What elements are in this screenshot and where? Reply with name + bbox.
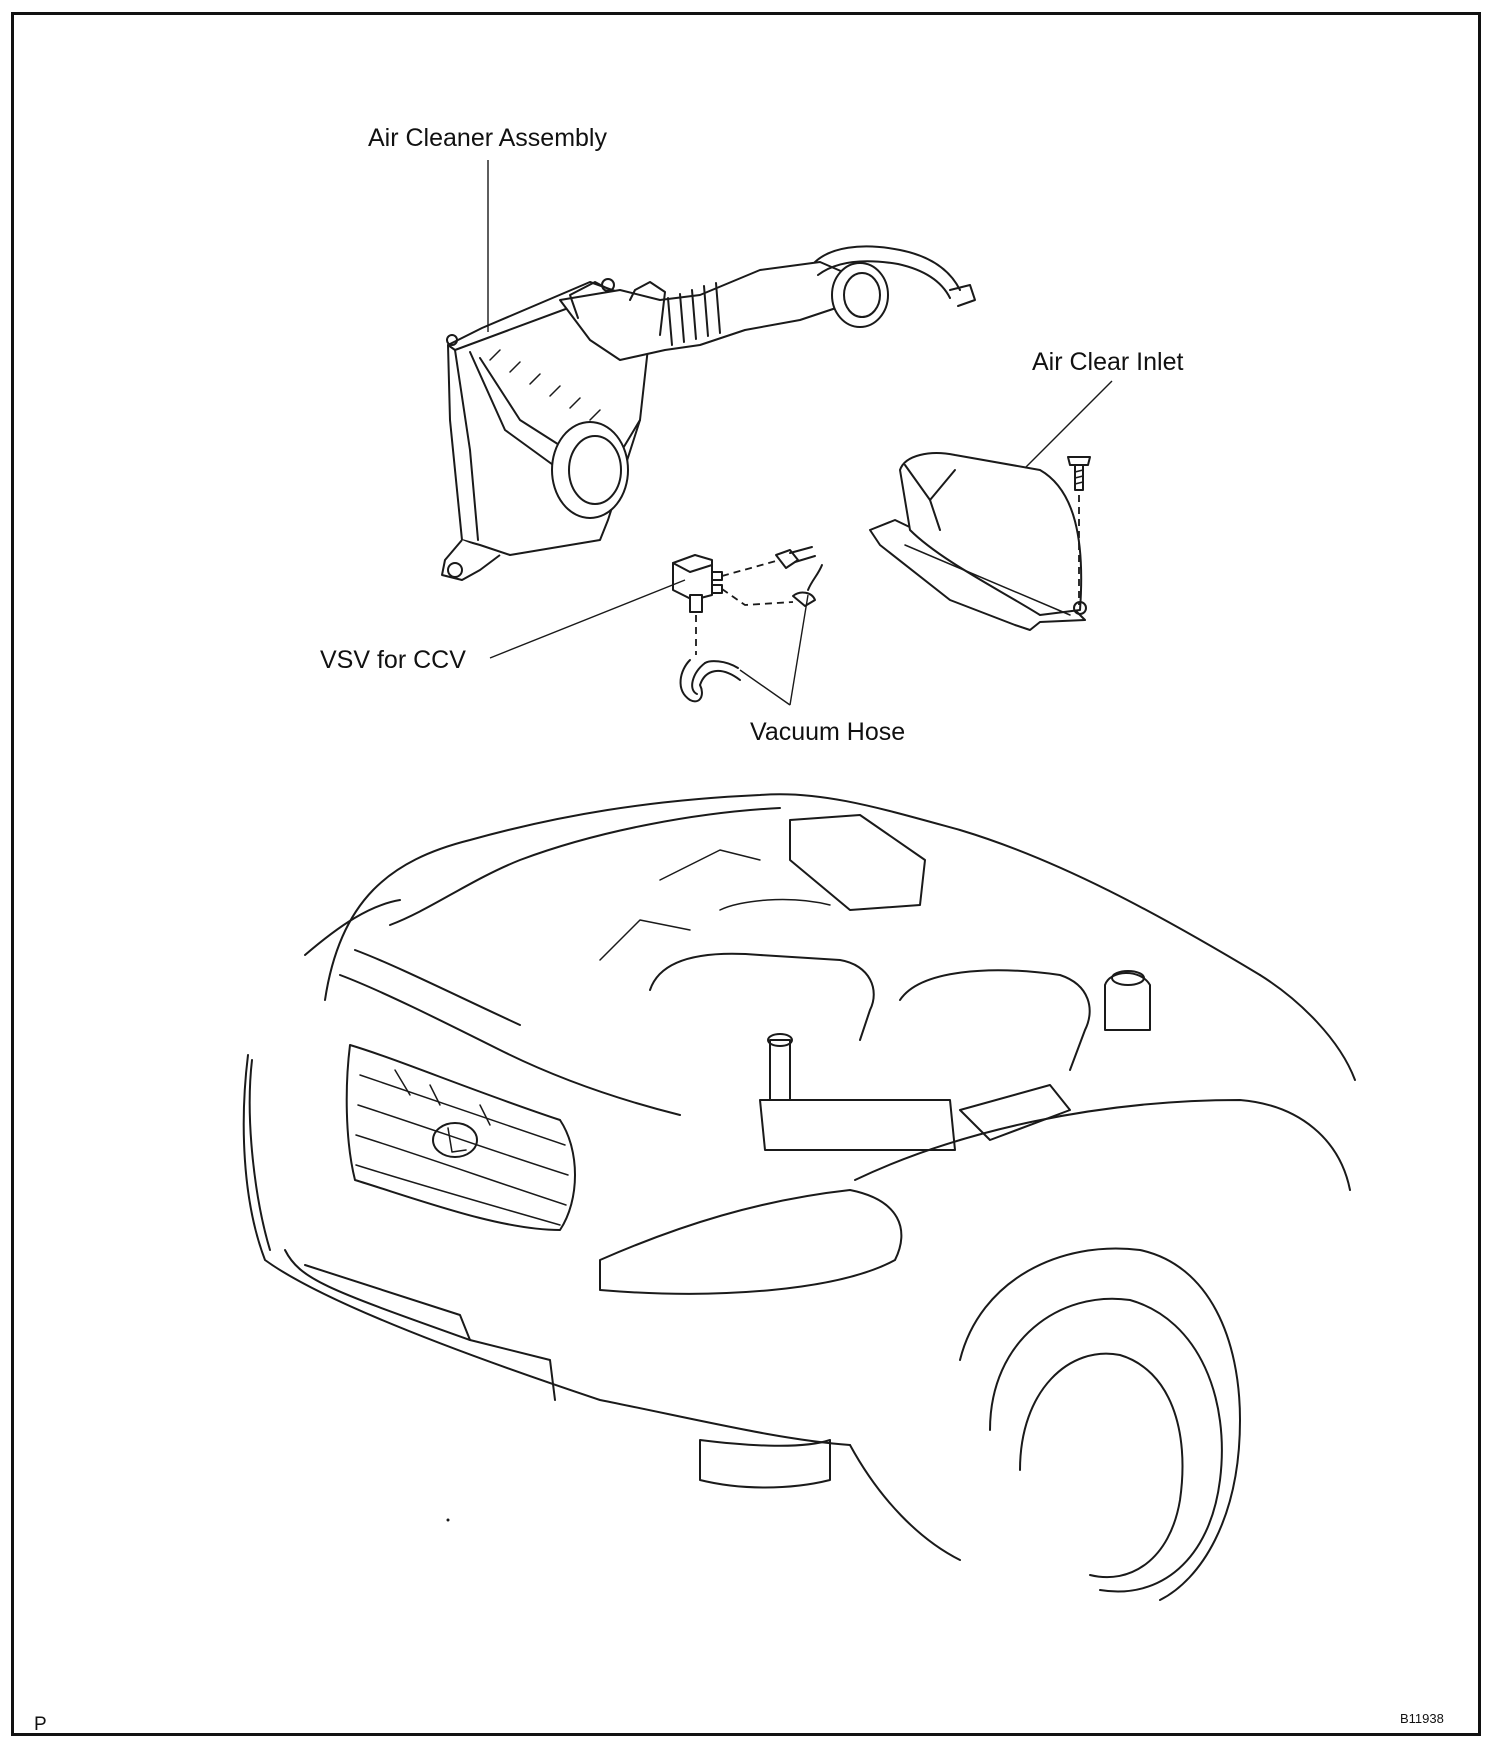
label-vacuum-hose: Vacuum Hose	[750, 718, 906, 746]
air-cleaner-assembly-drawing	[441, 245, 976, 581]
vehicle-front-drawing	[242, 793, 1356, 1601]
leader-air-clear-inlet	[1024, 380, 1113, 469]
label-air-clear-inlet: Air Clear Inlet	[1032, 348, 1184, 376]
leader-vacuum-hose	[739, 594, 809, 706]
vsv-for-ccv-drawing	[672, 546, 823, 703]
page-mark: P	[34, 1714, 47, 1735]
label-vsv-for-ccv: VSV for CCV	[320, 646, 466, 674]
bolt-drawing	[1067, 456, 1091, 605]
label-air-cleaner-assembly: Air Cleaner Assembly	[368, 124, 607, 152]
leader-vsv	[489, 579, 686, 659]
air-clear-inlet-drawing	[869, 452, 1087, 631]
figure-code: B11938	[1400, 1711, 1444, 1726]
